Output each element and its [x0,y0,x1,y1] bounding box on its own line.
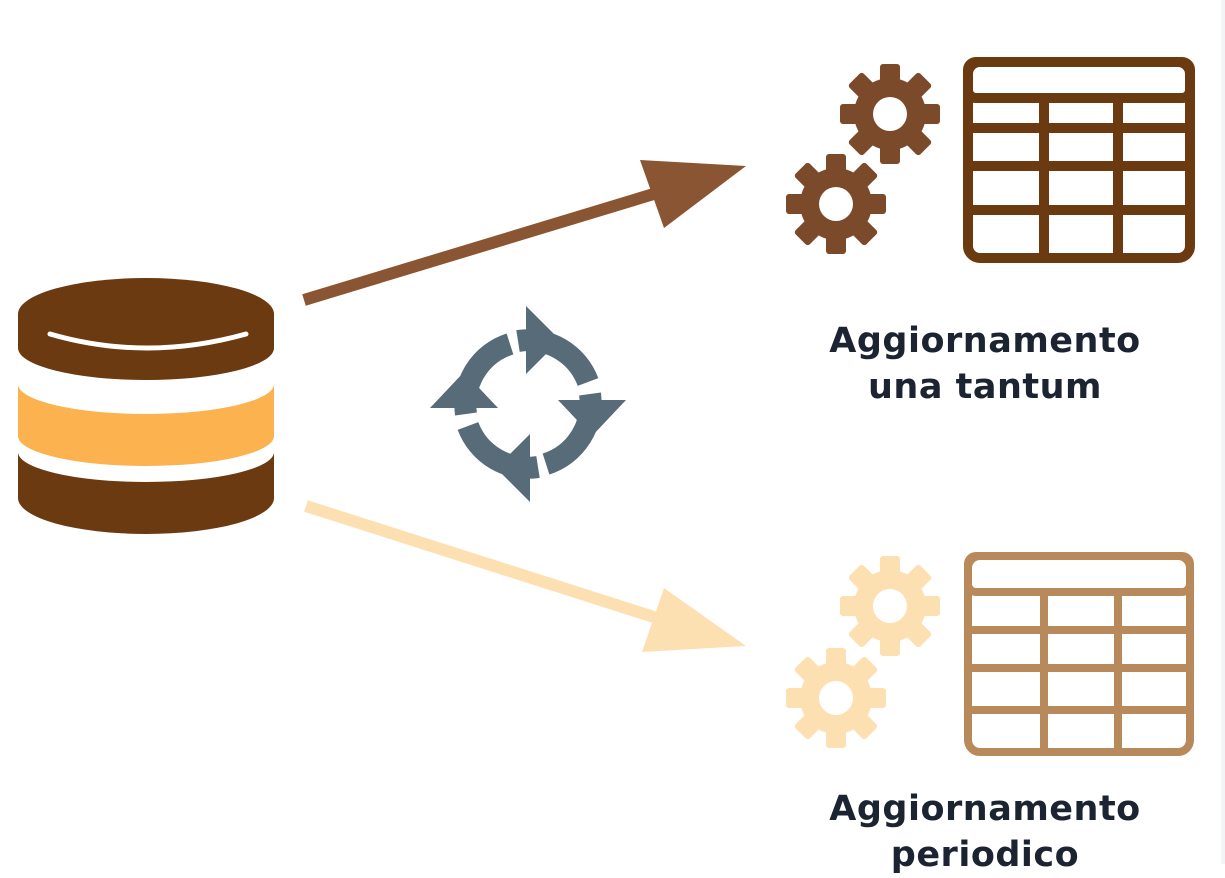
label-periodic-line2: periodico [890,835,1080,875]
database-icon [18,278,274,534]
label-periodic-line1: Aggiornamento [829,789,1141,829]
arrow-one-time [302,160,746,306]
label-periodic-update: Aggiornamento periodico [775,786,1195,878]
gears-icon-one-time [786,64,940,254]
label-one-time-line2: una tantum [867,367,1103,407]
arrow-periodic [304,500,746,652]
page-edge [1221,0,1225,864]
label-one-time-update: Aggiornamento una tantum [775,318,1195,410]
table-icon-periodic [964,552,1194,756]
label-one-time-line1: Aggiornamento [829,321,1141,361]
table-icon-one-time [963,57,1195,263]
refresh-cycle-icon [430,306,626,502]
gears-icon-periodic [786,556,940,748]
